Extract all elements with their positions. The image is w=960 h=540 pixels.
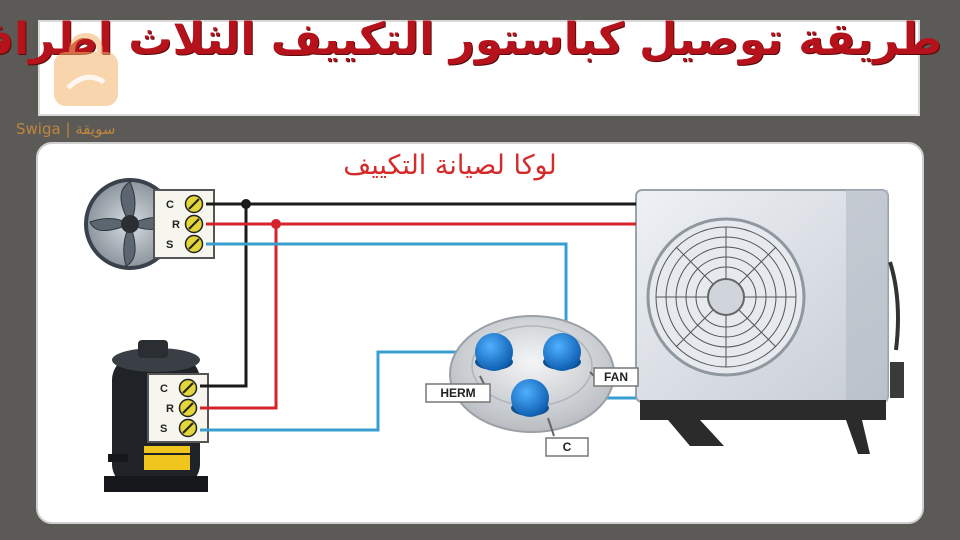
herm-label: HERM <box>440 386 475 400</box>
outdoor-unit-icon <box>635 189 904 454</box>
capacitor-icon <box>449 315 615 437</box>
compressor-terminal-r: R <box>166 403 174 415</box>
capacitor-terminal-fan <box>543 333 581 371</box>
fan-terminal-block <box>153 189 215 259</box>
fan-motor-icon <box>84 178 176 270</box>
common-label-box <box>545 437 589 457</box>
watermark: Swiga | سويقة <box>16 120 116 138</box>
compressor-terminal-c: C <box>160 383 168 395</box>
fan-label-box <box>593 367 639 387</box>
capacitor-terminal-herm <box>475 333 513 371</box>
fan-terminal-c: C <box>166 199 174 211</box>
common-label: C <box>563 440 572 454</box>
fan-label: FAN <box>604 370 628 384</box>
wire-black <box>200 202 636 388</box>
capacitor-terminal-c <box>511 379 549 417</box>
compressor-terminal-block <box>147 373 209 443</box>
title-banner <box>38 20 920 116</box>
fan-terminal-r: R <box>172 219 180 231</box>
herm-label-box <box>425 383 491 403</box>
junction-red <box>271 219 281 229</box>
compressor-terminal-s: S <box>160 423 167 435</box>
fan-terminal-s: S <box>166 239 173 251</box>
logo-icon <box>54 32 118 106</box>
diagram-subtitle: لوكا لصيانة التكييف <box>343 150 557 181</box>
junction-black <box>241 199 251 209</box>
page-title: طريقة توصيل كباستور التكييف الثلاث اطراف <box>0 14 942 65</box>
